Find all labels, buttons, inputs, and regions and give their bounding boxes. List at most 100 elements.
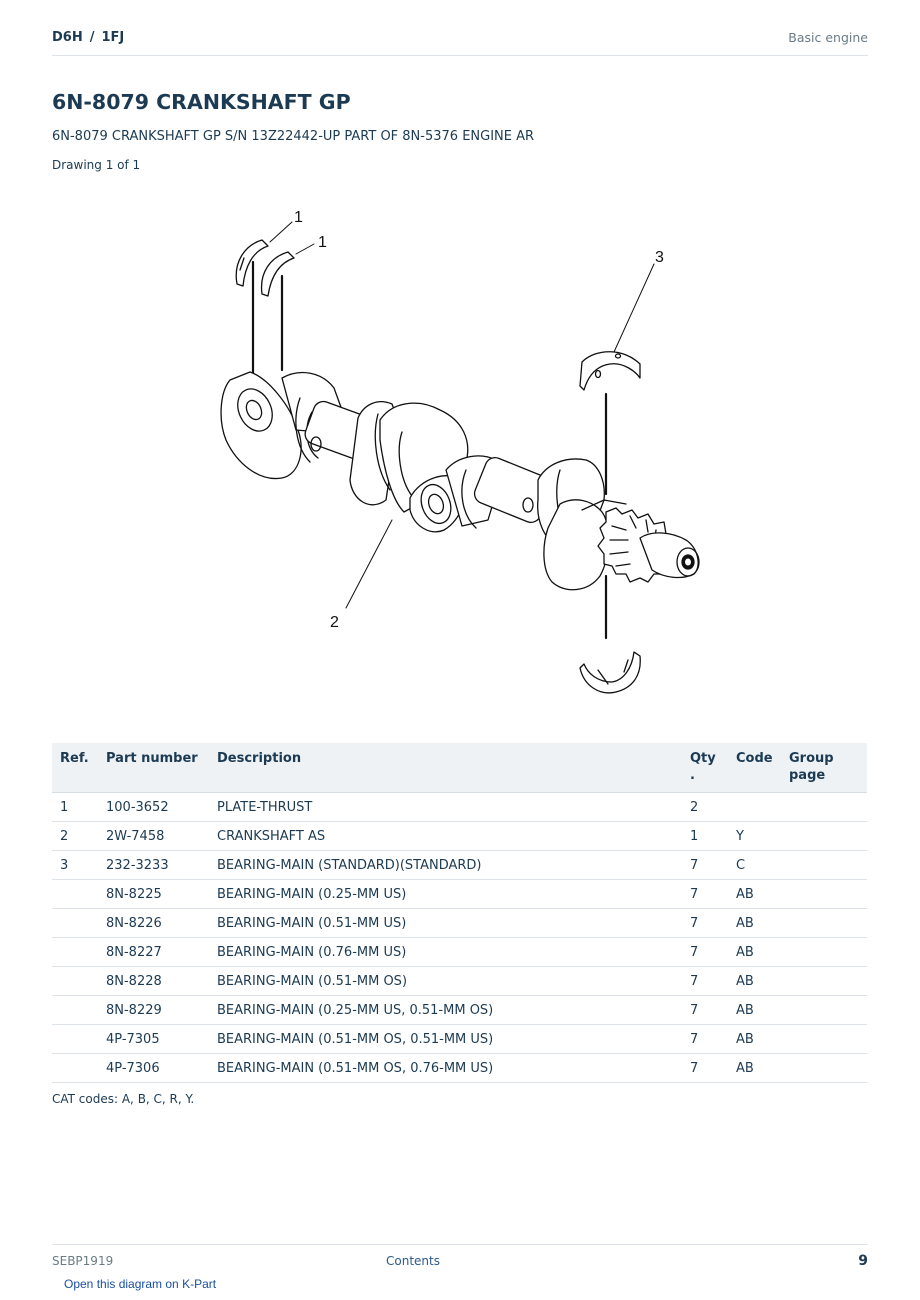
cell-qty: 7 xyxy=(682,1024,728,1054)
cell-code: C xyxy=(728,850,781,880)
cell-description: BEARING-MAIN (0.51-MM OS) xyxy=(209,966,682,996)
cell-group-page xyxy=(781,879,867,909)
parts-table: Ref. Part number Description Qty . Code … xyxy=(52,743,867,1083)
crankshaft-exploded-diagram: 1 1 3 2 xyxy=(220,209,700,694)
leader-line-1b xyxy=(295,243,315,255)
table-row: 8N-8229 BEARING-MAIN (0.25-MM US, 0.51-M… xyxy=(52,995,867,1025)
cell-code: AB xyxy=(728,966,781,996)
cell-ref xyxy=(52,908,98,938)
breadcrumb: D6H / 1FJ xyxy=(52,30,124,45)
cell-description: BEARING-MAIN (STANDARD)(STANDARD) xyxy=(209,850,682,880)
cell-qty: 7 xyxy=(682,850,728,880)
cell-part-number: 8N-8227 xyxy=(98,937,209,967)
cell-group-page xyxy=(781,1053,867,1083)
cell-ref: 3 xyxy=(52,850,98,880)
page-title: 6N-8079 CRANKSHAFT GP xyxy=(52,90,351,114)
cell-code: Y xyxy=(728,821,781,851)
cell-description: BEARING-MAIN (0.51-MM OS, 0.76-MM US) xyxy=(209,1053,682,1083)
cell-ref: 2 xyxy=(52,821,98,851)
contents-link[interactable]: Contents xyxy=(386,1254,440,1268)
cell-ref xyxy=(52,995,98,1025)
cell-ref xyxy=(52,1053,98,1083)
col-description-header: Description xyxy=(209,743,682,793)
cell-group-page xyxy=(781,1024,867,1054)
cell-part-number: 8N-8225 xyxy=(98,879,209,909)
cell-qty: 7 xyxy=(682,879,728,909)
table-row: 8N-8227 BEARING-MAIN (0.76-MM US) 7 AB xyxy=(52,937,867,967)
cell-part-number: 4P-7305 xyxy=(98,1024,209,1054)
breadcrumb-model: D6H xyxy=(52,30,83,45)
cell-code xyxy=(728,792,781,822)
main-bearing-upper xyxy=(579,351,641,391)
table-row: 2 2W-7458 CRANKSHAFT AS 1 Y xyxy=(52,821,867,851)
page-footer: SEBP1919 Contents 9 xyxy=(52,1244,868,1275)
cell-qty: 1 xyxy=(682,821,728,851)
col-group-page-header: Group page xyxy=(781,743,867,793)
cell-qty: 7 xyxy=(682,937,728,967)
cell-group-page xyxy=(781,792,867,822)
leader-line-1a xyxy=(269,221,293,243)
callout-2: 2 xyxy=(330,614,339,631)
cell-ref xyxy=(52,937,98,967)
open-kpart-link[interactable]: Open this diagram on K-Part xyxy=(64,1277,217,1291)
cell-description: BEARING-MAIN (0.51-MM US) xyxy=(209,908,682,938)
table-row: 4P-7305 BEARING-MAIN (0.51-MM OS, 0.51-M… xyxy=(52,1024,867,1054)
table-row: 8N-8228 BEARING-MAIN (0.51-MM OS) 7 AB xyxy=(52,966,867,996)
cell-ref xyxy=(52,1024,98,1054)
cell-part-number: 8N-8229 xyxy=(98,995,209,1025)
cell-description: BEARING-MAIN (0.76-MM US) xyxy=(209,937,682,967)
leader-line-2 xyxy=(345,519,393,609)
breadcrumb-separator: / xyxy=(89,30,95,45)
table-header-row: Ref. Part number Description Qty . Code … xyxy=(52,743,867,793)
callout-1a: 1 xyxy=(294,209,303,226)
cell-group-page xyxy=(781,908,867,938)
cell-group-page xyxy=(781,966,867,996)
cell-description: PLATE-THRUST xyxy=(209,792,682,822)
cell-ref xyxy=(52,966,98,996)
cell-qty: 7 xyxy=(682,1053,728,1083)
leader-line-3 xyxy=(613,263,655,353)
table-row: 8N-8225 BEARING-MAIN (0.25-MM US) 7 AB xyxy=(52,879,867,909)
page-subtitle: 6N-8079 CRANKSHAFT GP S/N 13Z22442-UP PA… xyxy=(52,129,535,144)
cell-code: AB xyxy=(728,908,781,938)
table-row: 3 232-3233 BEARING-MAIN (STANDARD)(STAND… xyxy=(52,850,867,880)
cell-group-page xyxy=(781,850,867,880)
table-row: 8N-8226 BEARING-MAIN (0.51-MM US) 7 AB xyxy=(52,908,867,938)
cell-description: BEARING-MAIN (0.51-MM OS, 0.51-MM US) xyxy=(209,1024,682,1054)
crankshaft xyxy=(220,371,700,591)
col-part-number-header: Part number xyxy=(98,743,209,793)
cell-ref: 1 xyxy=(52,792,98,822)
callout-1b: 1 xyxy=(318,234,327,251)
table-row: 1 100-3652 PLATE-THRUST 2 xyxy=(52,792,867,822)
cell-group-page xyxy=(781,995,867,1025)
col-code-header: Code xyxy=(728,743,781,793)
document-id: SEBP1919 xyxy=(52,1254,114,1268)
col-qty-header: Qty . xyxy=(682,743,728,793)
cell-description: BEARING-MAIN (0.25-MM US) xyxy=(209,879,682,909)
cell-qty: 7 xyxy=(682,908,728,938)
drawing-count: Drawing 1 of 1 xyxy=(52,158,141,172)
cell-description: BEARING-MAIN (0.25-MM US, 0.51-MM OS) xyxy=(209,995,682,1025)
cell-code: AB xyxy=(728,995,781,1025)
page-header: D6H / 1FJ Basic engine xyxy=(52,28,868,56)
thrust-plate-1a xyxy=(235,239,269,287)
cell-qty: 7 xyxy=(682,966,728,996)
cell-qty: 7 xyxy=(682,995,728,1025)
cell-code: AB xyxy=(728,1024,781,1054)
cell-part-number: 8N-8226 xyxy=(98,908,209,938)
breadcrumb-arrangement: 1FJ xyxy=(101,30,125,45)
cell-part-number: 8N-8228 xyxy=(98,966,209,996)
cell-group-page xyxy=(781,937,867,967)
table-row: 4P-7306 BEARING-MAIN (0.51-MM OS, 0.76-M… xyxy=(52,1053,867,1083)
cell-part-number: 4P-7306 xyxy=(98,1053,209,1083)
cell-part-number: 232-3233 xyxy=(98,850,209,880)
page-number: 9 xyxy=(858,1253,868,1269)
section-name: Basic engine xyxy=(788,30,868,45)
col-ref-header: Ref. xyxy=(52,743,98,793)
cell-code: AB xyxy=(728,879,781,909)
cell-part-number: 2W-7458 xyxy=(98,821,209,851)
cell-description: CRANKSHAFT AS xyxy=(209,821,682,851)
cell-group-page xyxy=(781,821,867,851)
cell-qty: 2 xyxy=(682,792,728,822)
callout-3: 3 xyxy=(655,249,664,266)
